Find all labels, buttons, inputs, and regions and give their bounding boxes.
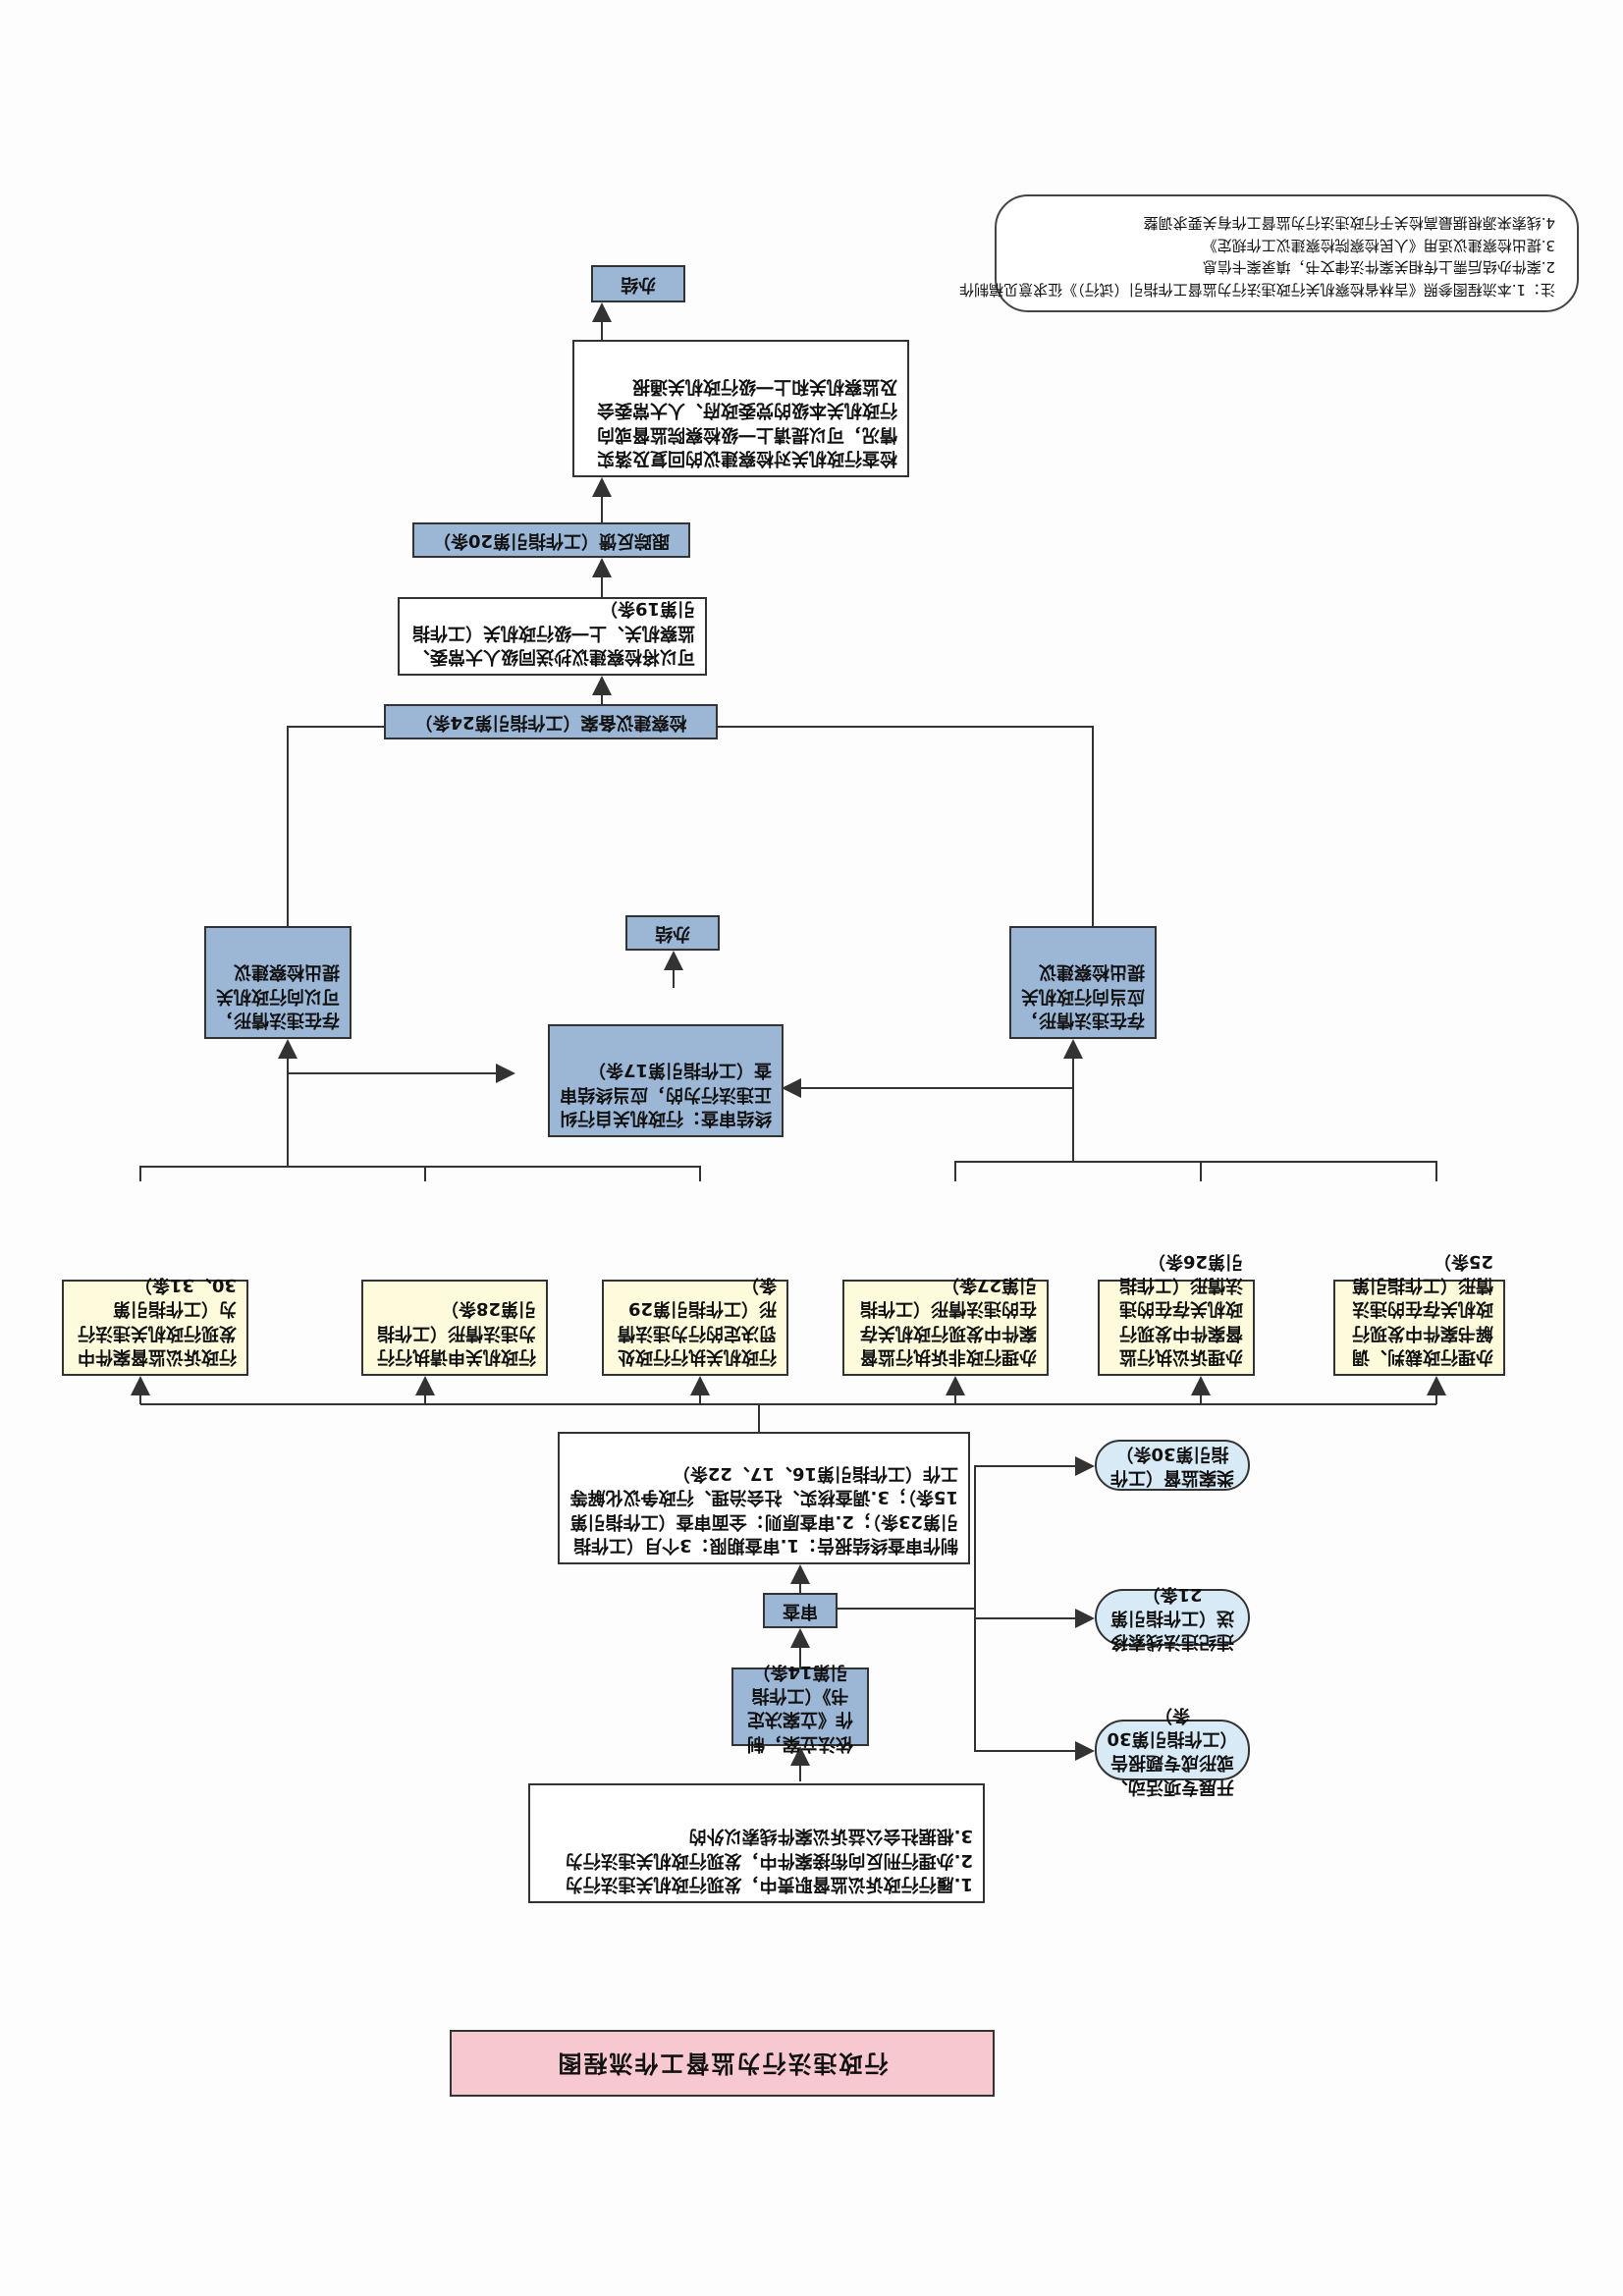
note-line-3: 3.提出检察建议适用《人民检察院检察建议工作规定》 [1202,237,1555,254]
source-line-2: 2.办理行刑反向衔接案件中，发现行政机关违法行为 [565,1849,973,1871]
notes-box: 注：1.本流程图参照《吉林省检察机关行政违法行为监督工作指引（试行）》征求意见稿… [959,194,1579,312]
page-title: 行政违法行为监督工作流程图 [450,2030,995,2097]
note-line-4: 4.线索来源根据最高检关于行政违法行为监督工作有关要求调整 [1143,214,1555,233]
review-report-box: 制作审查终结报告：1.审查期限：3个月（工作指引第23条）；2.审查原则：全面审… [558,1432,970,1564]
side-box-special-report: 开展专项活动、或形成专题报告（工作指引第30条） [1095,1705,1250,1797]
record-box: 检察建议备案（工作指引第24条） [384,704,718,739]
cc-box: 可以将检察建议抄送同级人大常委、监察机关、上一级行政机关（工作指引第19条） [398,597,707,676]
branch-box-2: 办理诉讼执行监督案件中发现行政机关存在的违法情形（工作指引第26条） [1098,1251,1255,1376]
branch-box-5: 行政机关申请执行行为违法情形（工作指引第28条） [361,1280,548,1376]
note-line-2: 2.案件办结后需上传相关案件法律文书，填录案卡信息 [1202,258,1555,277]
source-line-1: 1.履行行政诉讼监督职责中，发现行政机关违法行为 [565,1874,973,1894]
conclude-box: 终结审查：行政机关自行纠正违法行为的，应当终结审查（工作指引第17条） [548,1024,784,1137]
follow-box: 跟踪反馈（工作指引第20条） [412,522,690,558]
recommend-right-box: 存在违法情形，可以向行政机关提出检察建议 [204,926,352,1039]
source-box: 1.履行行政诉讼监督职责中，发现行政机关违法行为 2.办理行刑反向衔接案件中，发… [528,1783,985,1903]
close-box-2: 办结 [591,265,685,302]
branch-box-3: 办理行政非诉执行监督案件中发现行政机关存在的违法情形（工作指引第27条） [842,1275,1049,1376]
recommend-left-box: 存在违法情形，应当向行政机关提出检察建议 [1009,926,1157,1039]
final-box: 检查行政机关对检察建议的回复及落实情况，可以提请上一级检察院监督或向行政机关本级… [572,340,909,477]
close-box-1: 办结 [625,915,720,951]
filing-box: 依法立案，制作《立案决定书》（工作指引第14条） [731,1662,869,1754]
branch-box-4: 行政机关执行行政处罚决定的行为违法情形（工作指引第29条） [602,1275,788,1376]
review-box: 审查 [763,1593,838,1628]
note-line-1: 注：1.本流程图参照《吉林省检察机关行政违法行为监督工作指引（试行）》征求意见稿… [959,281,1555,299]
branch-box-1: 办理行政裁判、调解书案件中发现行政机关存在的违法情形（工作指引第25条） [1333,1251,1505,1376]
side-box-class-case: 类案监督（工作指引第30条） [1095,1440,1250,1491]
side-box-clue-transfer: 违纪违法线索移送（工作指引第21条） [1095,1584,1250,1652]
source-line-3: 3.根据社会公益诉讼案件线索以外的 [688,1826,973,1847]
branch-box-6: 行政诉讼监督案件中发现行政机关违法行为（工作指引第30、31条） [62,1275,248,1376]
